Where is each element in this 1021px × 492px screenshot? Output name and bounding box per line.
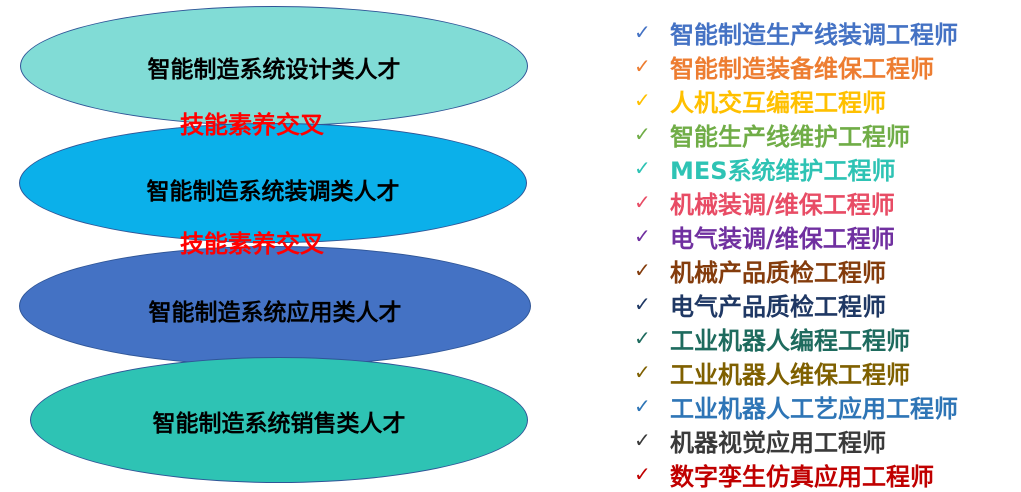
job-label: 智能生产线维护工程师 (670, 122, 910, 151)
category-label-sales: 智能制造系统销售类人才 (152, 411, 406, 437)
check-icon: ✓ (634, 54, 651, 78)
job-label: 人机交互编程工程师 (670, 88, 886, 117)
category-label-design: 智能制造系统设计类人才 (147, 57, 401, 83)
category-label-assembly: 智能制造系统装调类人才 (146, 179, 400, 205)
check-icon: ✓ (634, 428, 651, 452)
check-icon: ✓ (634, 292, 651, 316)
job-label: 智能制造装备维保工程师 (670, 54, 934, 83)
job-list-item: ✓ 机械装调/维保工程师 (634, 185, 958, 219)
job-list-item: ✓ 电气产品质检工程师 (634, 287, 958, 321)
job-label: 机械装调/维保工程师 (670, 190, 895, 219)
crossover-label-1: 技能素养交叉 (180, 111, 324, 139)
check-icon: ✓ (634, 156, 651, 180)
ellipse-design-talent: 智能制造系统设计类人才 (20, 6, 528, 126)
job-list-item: ✓ 人机交互编程工程师 (634, 83, 958, 117)
job-list-item: ✓ MES系统维护工程师 (634, 151, 958, 185)
ellipse-assembly-talent: 智能制造系统装调类人才 (19, 123, 527, 243)
job-list-item: ✓ 机器视觉应用工程师 (634, 423, 958, 457)
job-label: 机械产品质检工程师 (670, 258, 886, 287)
job-list-item: ✓ 数字孪生仿真应用工程师 (634, 457, 958, 491)
check-icon: ✓ (634, 20, 651, 44)
crossover-label-2: 技能素养交叉 (180, 230, 324, 258)
job-label: 智能制造生产线装调工程师 (670, 20, 958, 49)
check-icon: ✓ (634, 88, 651, 112)
job-list-item: ✓ 智能制造装备维保工程师 (634, 49, 958, 83)
check-icon: ✓ (634, 326, 651, 350)
ellipse-application-talent: 智能制造系统应用类人才 (19, 246, 531, 366)
check-icon: ✓ (634, 360, 651, 384)
job-list-item: ✓ 机械产品质检工程师 (634, 253, 958, 287)
check-icon: ✓ (634, 224, 651, 248)
job-label: 工业机器人工艺应用工程师 (670, 394, 958, 423)
ellipse-sales-talent: 智能制造系统销售类人才 (30, 357, 528, 483)
job-label: 电气装调/维保工程师 (670, 224, 895, 253)
check-icon: ✓ (634, 122, 651, 146)
job-label: 机器视觉应用工程师 (670, 428, 886, 457)
job-list-item: ✓ 智能制造生产线装调工程师 (634, 15, 958, 49)
check-icon: ✓ (634, 258, 651, 282)
job-label: 工业机器人维保工程师 (670, 360, 910, 389)
job-list-item: ✓ 智能生产线维护工程师 (634, 117, 958, 151)
job-label: 工业机器人编程工程师 (670, 326, 910, 355)
job-list-item: ✓ 工业机器人工艺应用工程师 (634, 389, 958, 423)
job-list-item: ✓ 电气装调/维保工程师 (634, 219, 958, 253)
category-label-application: 智能制造系统应用类人才 (148, 300, 402, 326)
job-list: ✓ 智能制造生产线装调工程师 ✓ 智能制造装备维保工程师 ✓ 人机交互编程工程师 ✓ 智能生产… (634, 15, 958, 491)
job-list-item: ✓ 工业机器人编程工程师 (634, 321, 958, 355)
check-icon: ✓ (634, 190, 651, 214)
check-icon: ✓ (634, 462, 651, 486)
job-label: MES系统维护工程师 (670, 156, 896, 185)
job-list-item: ✓ 工业机器人维保工程师 (634, 355, 958, 389)
job-label: 数字孪生仿真应用工程师 (670, 462, 934, 491)
job-label: 电气产品质检工程师 (670, 292, 886, 321)
check-icon: ✓ (634, 394, 651, 418)
